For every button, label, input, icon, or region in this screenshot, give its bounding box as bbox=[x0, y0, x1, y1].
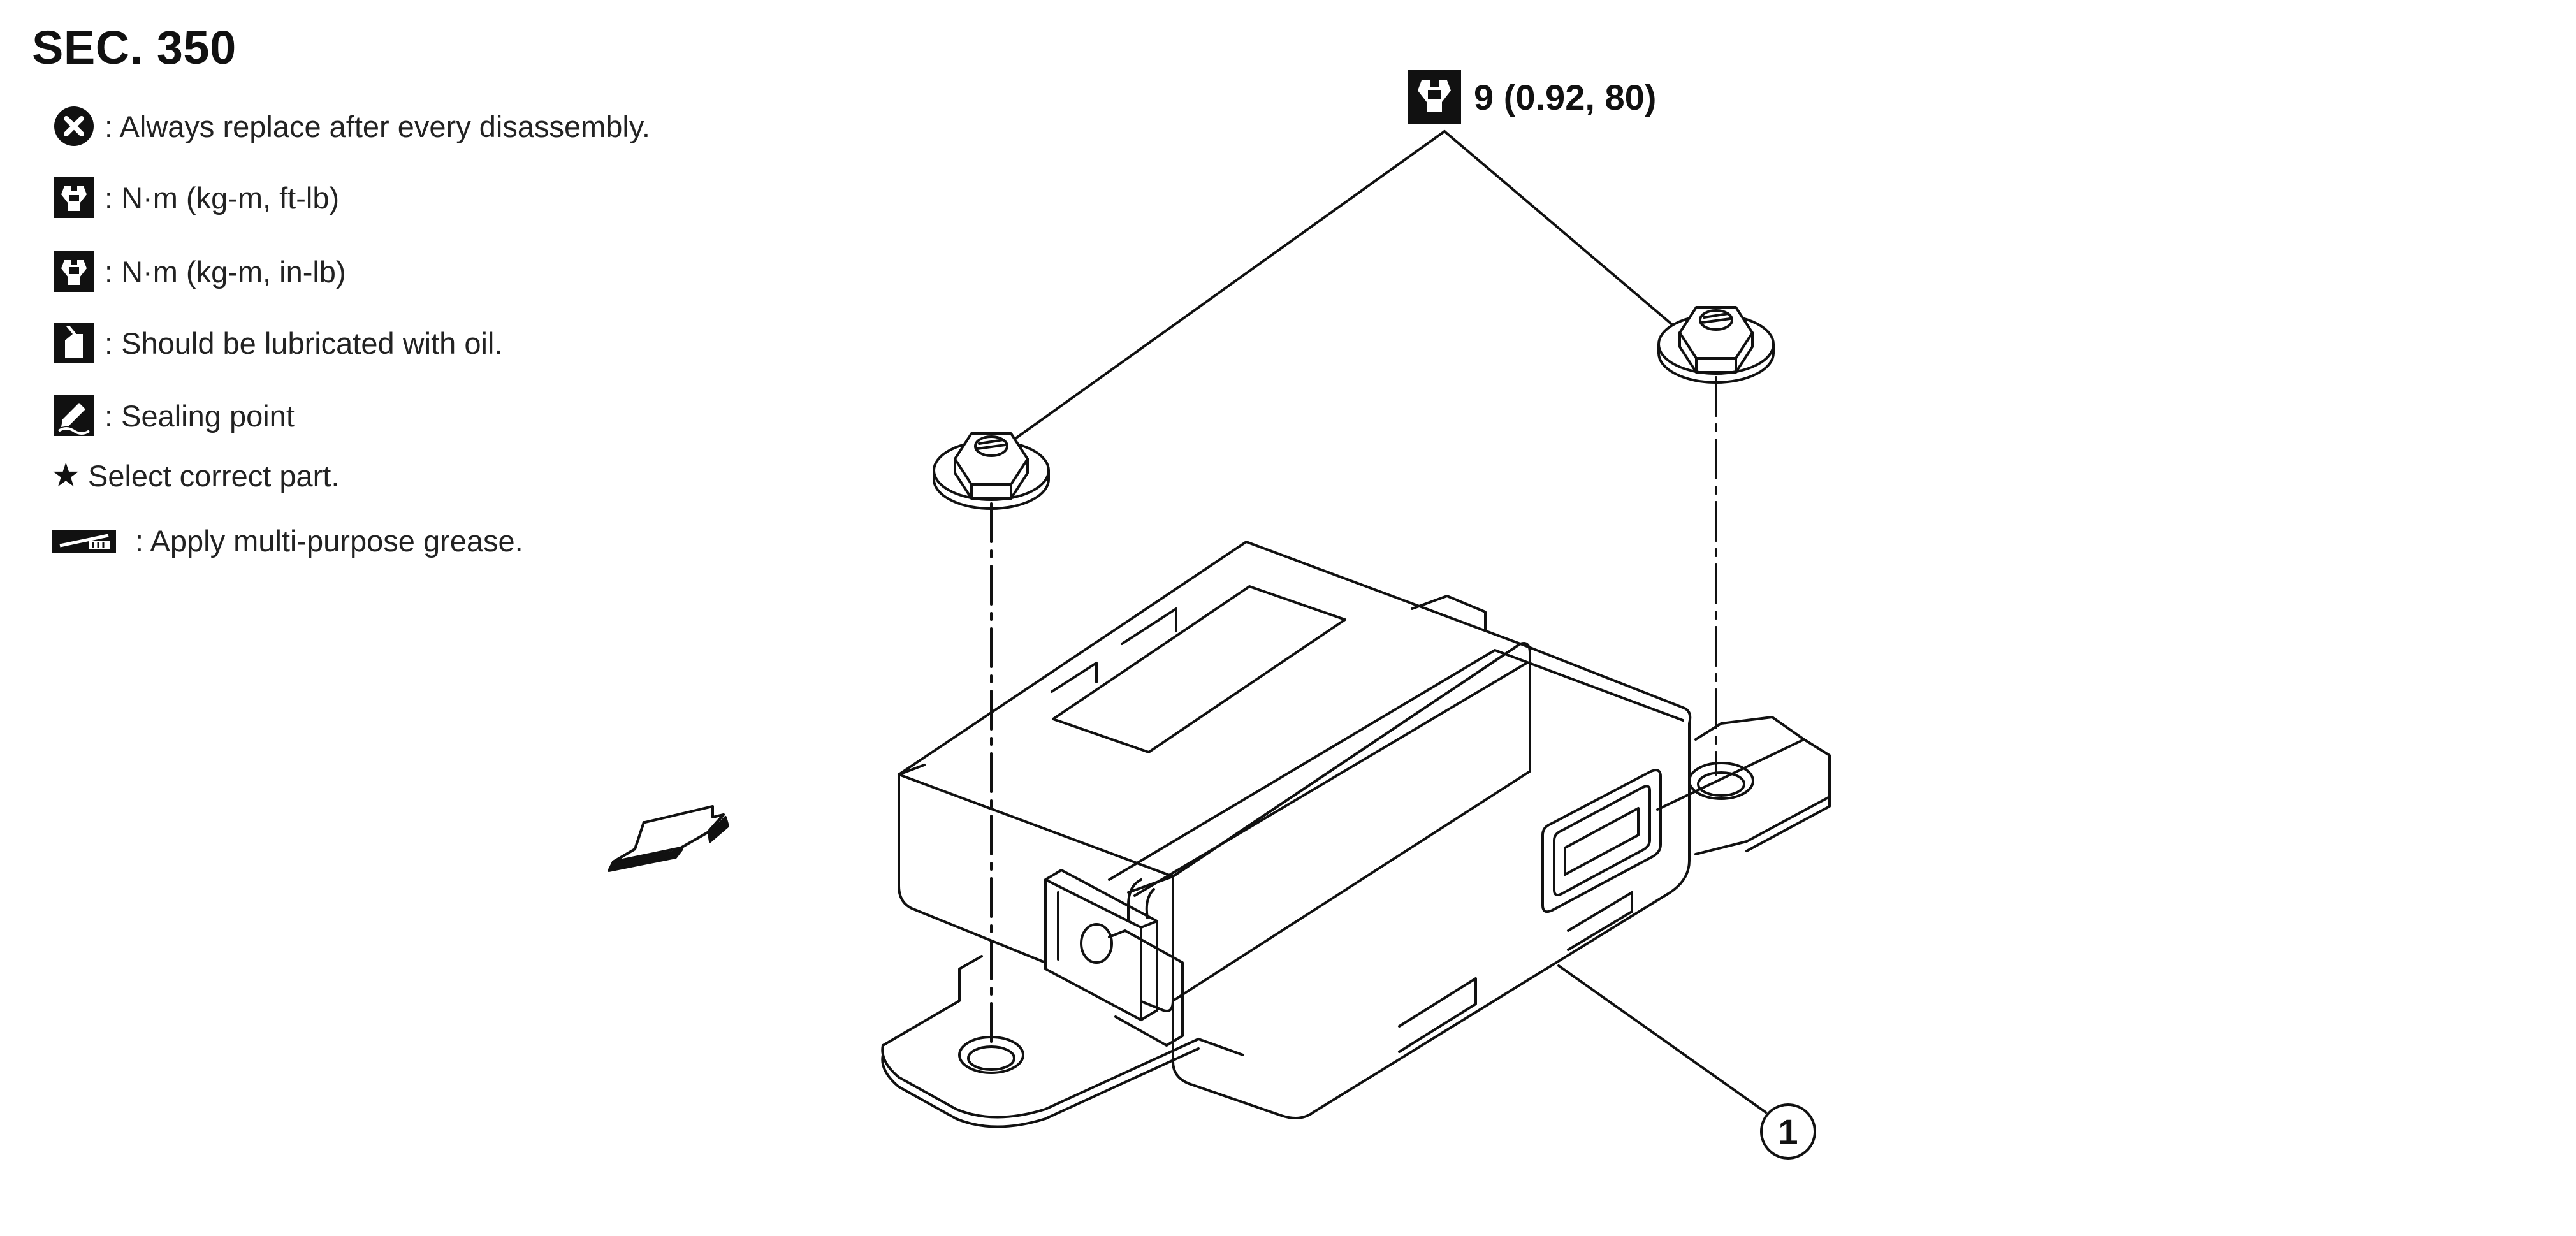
torque-in-lb-icon bbox=[1406, 69, 1462, 125]
torque-value: 9 (0.92, 80) bbox=[1474, 76, 1657, 117]
left-flange-nut bbox=[933, 432, 1050, 510]
torque-callout: 9 (0.92, 80) bbox=[1406, 66, 1656, 127]
grease-icon bbox=[51, 527, 117, 555]
part-callout-leader bbox=[1557, 964, 1816, 1160]
legend-item-text: : Always replace after every disassembly… bbox=[105, 109, 650, 143]
legend-item-select-part: ★ Select correct part. bbox=[51, 450, 339, 501]
legend-item-text: : Should be lubricated with oil. bbox=[105, 326, 503, 360]
callout-number-1: 1 bbox=[1778, 1112, 1798, 1152]
oil-can-icon bbox=[51, 320, 97, 366]
leader-lines bbox=[1012, 130, 1678, 441]
right-flange-nut bbox=[1657, 306, 1775, 384]
torque-ft-lb-icon bbox=[51, 175, 97, 221]
legend-item-sealing: : Sealing point bbox=[51, 390, 295, 441]
legend-item-text: : Apply multi-purpose grease. bbox=[135, 523, 523, 558]
legend-item-text: Select correct part. bbox=[88, 458, 340, 493]
legend-item-torque-ft-lb: : N·m (kg-m, ft-lb) bbox=[51, 172, 339, 223]
torque-in-lb-icon bbox=[51, 249, 97, 294]
sealing-icon bbox=[51, 393, 97, 439]
legend-item-text: : N·m (kg-m, in-lb) bbox=[105, 254, 346, 289]
star-icon: ★ bbox=[51, 457, 81, 494]
legend-item-text: : N·m (kg-m, ft-lb) bbox=[105, 180, 340, 215]
legend-item-text: : Sealing point bbox=[105, 398, 295, 433]
replace-icon bbox=[51, 103, 97, 149]
legend-item-replace: : Always replace after every disassembly… bbox=[51, 101, 650, 152]
legend-item-oil: : Should be lubricated with oil. bbox=[51, 317, 502, 368]
legend-item-grease: : Apply multi-purpose grease. bbox=[51, 515, 523, 566]
front-arrow bbox=[608, 805, 729, 872]
mounting-bracket bbox=[881, 716, 1831, 1128]
section-title: SEC. 350 bbox=[32, 21, 236, 74]
stud-centerlines bbox=[990, 376, 1717, 1047]
control-unit-housing bbox=[898, 541, 1692, 1119]
legend-item-torque-in-lb: : N·m (kg-m, in-lb) bbox=[51, 246, 346, 297]
